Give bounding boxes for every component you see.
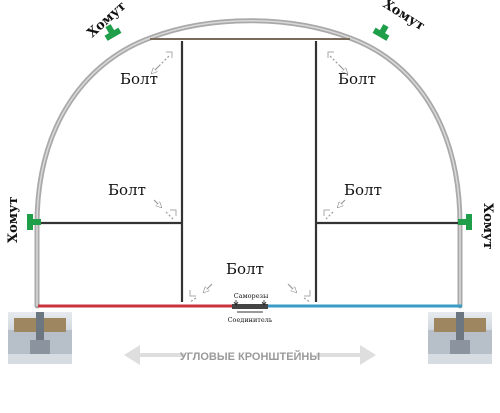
clamp-label-right: Хомут: [480, 203, 495, 249]
screws-label: Саморезы: [234, 292, 269, 300]
label-background: [184, 347, 316, 363]
bolt-label-mid-right: Болт: [344, 181, 382, 199]
bolt-arrow-icon: [329, 55, 347, 73]
bolt-label-mid-left: Болт: [108, 181, 146, 199]
bolt-label-top-right: Болт: [338, 70, 376, 88]
clamp-icon: [104, 24, 122, 41]
clamp-icon: [458, 214, 472, 230]
corner-bracket-photo: [428, 312, 492, 364]
bolt-arrow-icon: [152, 55, 170, 73]
bolt-arrow-icon: [287, 283, 311, 303]
bolt-arrow-icon: [153, 199, 174, 220]
clamp-icon: [27, 214, 41, 230]
screw-pointer-left: [233, 300, 239, 306]
bolt-label-bottom: Болт: [226, 260, 264, 278]
clamp-label-left: Хомут: [6, 197, 21, 243]
bolt-label-top-left: Болт: [120, 70, 158, 88]
clamp-icon: [372, 24, 390, 41]
connector-piece: [232, 304, 268, 309]
bolt-arrow-icon: [325, 199, 346, 220]
screw-pointer-right: [261, 300, 267, 306]
corner-brackets-label: УГЛОВЫЕ КРОНШТЕЙНЫ: [180, 350, 321, 363]
arch-inner-highlight: [36, 20, 461, 306]
corner-bracket-photo: [8, 312, 72, 364]
bolt-arrow-icon: [189, 283, 213, 303]
connector-label: Соединитель: [228, 316, 273, 324]
corner-mark: [166, 51, 334, 297]
